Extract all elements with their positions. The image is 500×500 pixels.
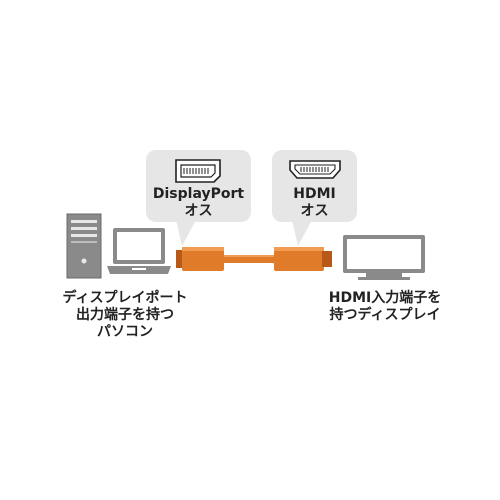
display-caption: HDMI入力端子を 持つディスプレイ bbox=[318, 290, 452, 324]
desktop-tower-icon bbox=[66, 213, 102, 279]
laptop-icon bbox=[107, 228, 171, 274]
displayport-label-line2: オス bbox=[184, 203, 213, 219]
pc-caption-line1: ディスプレイポート bbox=[62, 290, 188, 306]
hdmi-connector-icon bbox=[289, 160, 341, 179]
display-caption-line1: HDMI入力端子を bbox=[328, 290, 442, 306]
displayport-connector-icon bbox=[175, 159, 221, 183]
hdmi-label-line2: オス bbox=[300, 203, 329, 219]
hdmi-label-line1: HDMI bbox=[293, 186, 336, 202]
hdmi-label: HDMI オス bbox=[272, 186, 357, 220]
displayport-label: DisplayPort オス bbox=[146, 186, 251, 220]
pc-caption-line2: 出力端子を持つ bbox=[76, 307, 174, 323]
pc-caption: ディスプレイポート 出力端子を持つ パソコン bbox=[40, 290, 210, 341]
tv-display-icon bbox=[343, 235, 425, 280]
displayport-bubble bbox=[146, 150, 251, 246]
pc-caption-line3: パソコン bbox=[97, 324, 153, 340]
cable-icon bbox=[176, 247, 332, 271]
display-caption-line2: 持つディスプレイ bbox=[329, 307, 441, 323]
displayport-label-line1: DisplayPort bbox=[152, 186, 245, 202]
